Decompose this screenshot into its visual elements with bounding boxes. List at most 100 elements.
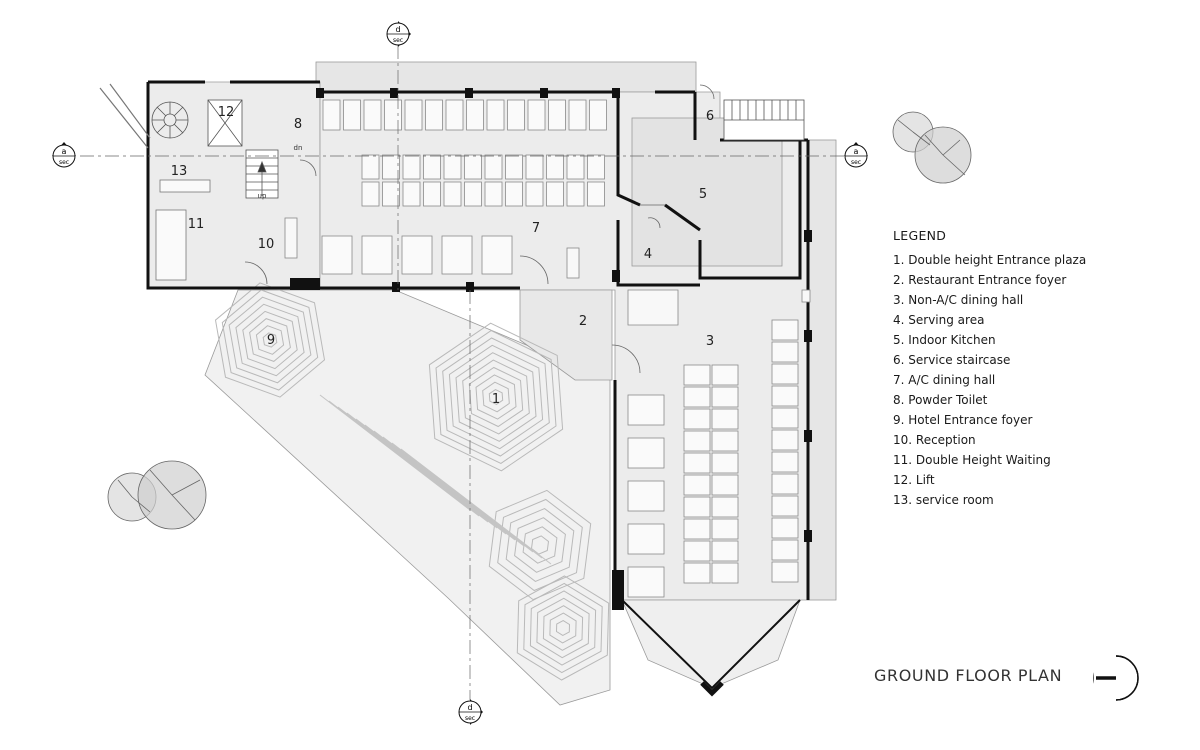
- table: [771, 451, 799, 473]
- table: [589, 99, 607, 131]
- table: [711, 452, 739, 474]
- wall-serving: [616, 203, 701, 287]
- room-number-11: 11: [188, 217, 205, 232]
- room-number-12: 12: [218, 105, 235, 120]
- paving-ring: [442, 337, 550, 457]
- table: [683, 496, 711, 518]
- table: [568, 99, 587, 131]
- table: [771, 319, 799, 341]
- table: [683, 386, 711, 408]
- table: [683, 430, 711, 452]
- table: [481, 235, 513, 275]
- room-number-2: 2: [579, 314, 587, 329]
- paving-strip: [391, 442, 543, 559]
- room-number-6: 6: [706, 109, 714, 124]
- paving-ring: [214, 282, 326, 398]
- wall-hotel-wing: [146, 80, 320, 290]
- room-number-7: 7: [532, 221, 540, 236]
- table: [443, 181, 462, 207]
- table: [627, 523, 665, 555]
- section-marker-d-north: d sec: [386, 21, 411, 47]
- table: [443, 154, 462, 180]
- paving-ring: [497, 498, 583, 592]
- paving-ring: [529, 590, 597, 666]
- table: [382, 154, 400, 180]
- table: [466, 99, 484, 131]
- table: [587, 181, 605, 207]
- legend-item: 8. Powder Toilet: [893, 393, 988, 407]
- paving-ring: [235, 303, 305, 377]
- table: [402, 181, 421, 207]
- table: [711, 364, 739, 386]
- table: [343, 99, 361, 131]
- table: [627, 394, 665, 426]
- roof-overhang-north: [315, 61, 697, 93]
- table: [505, 181, 523, 207]
- kitchen-court: [631, 117, 783, 267]
- section-marker-a-west: a sec: [52, 142, 76, 168]
- legend-item: 9. Hotel Entrance foyer: [893, 413, 1033, 427]
- paving-ring: [428, 322, 564, 472]
- section-tag: sec: [465, 715, 475, 722]
- paving-ring: [255, 325, 285, 355]
- table: [361, 181, 380, 207]
- paving-ring: [262, 332, 278, 348]
- plaza-paving-pattern: [214, 282, 610, 681]
- section-marker-d-south: d sec: [458, 699, 483, 725]
- table: [771, 561, 799, 583]
- table: [587, 154, 605, 180]
- north-arrow-icon: [1093, 655, 1139, 701]
- legend-item: 3. Non-A/C dining hall: [893, 293, 1024, 307]
- table: [771, 341, 799, 363]
- paving-ring: [448, 344, 544, 450]
- section-marker-a-east: a sec: [844, 142, 868, 168]
- legend-title: LEGEND: [893, 228, 947, 243]
- room-number-5: 5: [699, 187, 707, 202]
- lift-shaft: [207, 99, 243, 147]
- table: [771, 539, 799, 561]
- paving-ring: [488, 489, 592, 601]
- section-lines: [80, 45, 845, 700]
- paving-ring: [475, 374, 517, 420]
- section-letter: d: [467, 703, 472, 712]
- paving-ring: [455, 352, 537, 442]
- paving-ring: [505, 508, 575, 582]
- table: [771, 407, 799, 429]
- paving-ring: [462, 359, 530, 435]
- legend-item: 4. Serving area: [893, 313, 985, 327]
- table: [525, 154, 544, 180]
- legend-item: 12. Lift: [893, 473, 935, 487]
- stair-down-label: dn: [294, 144, 303, 152]
- tree-east: [892, 111, 972, 184]
- table: [363, 99, 382, 131]
- legend-item: 11. Double Height Waiting: [893, 453, 1051, 467]
- table: [382, 181, 400, 207]
- table: [441, 235, 473, 275]
- paving-ring: [488, 389, 504, 405]
- bay-window-corner: [700, 681, 724, 697]
- table: [711, 474, 739, 496]
- table: [484, 154, 503, 180]
- table: [771, 429, 799, 451]
- table: [683, 518, 711, 540]
- table: [423, 181, 441, 207]
- room-number-9: 9: [267, 333, 275, 348]
- table: [402, 154, 421, 180]
- table: [683, 452, 711, 474]
- kitchen-counters: [284, 217, 811, 326]
- table: [683, 540, 711, 562]
- service-stair: [723, 99, 805, 141]
- table: [404, 99, 423, 131]
- legend-item: 13. service room: [893, 493, 994, 507]
- paving-strip: [328, 400, 480, 517]
- paving-ring: [242, 310, 298, 370]
- table: [683, 562, 711, 584]
- table: [401, 235, 433, 275]
- paving-ring: [522, 526, 558, 564]
- service-room-fixtures: [155, 179, 211, 281]
- roof-overhang-east: [807, 139, 837, 601]
- room-number-4: 4: [644, 247, 652, 262]
- tree-west: [107, 460, 207, 530]
- paving-ring: [555, 620, 571, 636]
